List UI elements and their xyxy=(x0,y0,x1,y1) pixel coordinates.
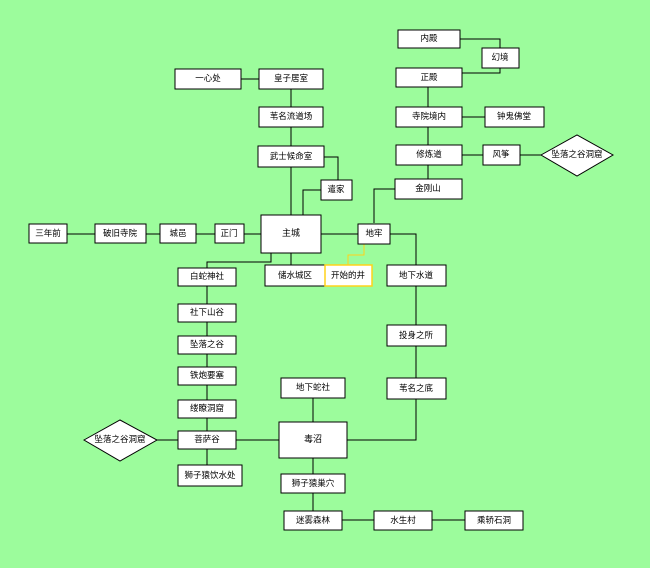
node-label: 武士候命室 xyxy=(270,151,313,162)
node-siyuanjingnei[interactable]: 寺院境内 xyxy=(395,106,463,128)
node-label: 社下山谷 xyxy=(190,307,225,318)
node-dilao[interactable]: 地牢 xyxy=(357,223,391,245)
node-toushen[interactable]: 投身之所 xyxy=(386,324,447,347)
node-label: 三年前 xyxy=(35,228,61,239)
node-label: 缕瞭洞窟 xyxy=(190,403,224,414)
node-weiming[interactable]: 苇名流道场 xyxy=(258,106,324,128)
node-duzhao[interactable]: 毒沼 xyxy=(278,421,348,459)
node-label: 地下水道 xyxy=(399,270,434,281)
node-chengyi[interactable]: 城邑 xyxy=(159,223,197,244)
node-zhuiluo-left[interactable]: 坠落之谷洞窟 xyxy=(82,419,159,462)
edge-lianjia-zhucheng xyxy=(302,189,321,215)
node-label: 一心处 xyxy=(195,73,221,84)
node-tiepao[interactable]: 铁炮要塞 xyxy=(177,366,237,386)
node-xiulian[interactable]: 修炼道 xyxy=(395,144,463,166)
node-label: 钟鬼佛堂 xyxy=(497,111,531,122)
node-label: 坠落之谷洞窟 xyxy=(551,149,602,160)
node-zhuiluo-gu[interactable]: 坠落之谷 xyxy=(177,335,237,355)
node-shizihou-chao[interactable]: 狮子猿巢穴 xyxy=(280,473,346,494)
node-label: 寺院境内 xyxy=(412,111,446,122)
node-baishe[interactable]: 白蛇神社 xyxy=(177,267,237,287)
node-label: 地下蛇社 xyxy=(296,382,331,393)
node-label: 水生村 xyxy=(390,515,416,526)
node-label: 修炼道 xyxy=(416,149,442,160)
node-label: 苇名之底 xyxy=(399,383,434,394)
node-pusagu[interactable]: 菩萨谷 xyxy=(177,430,237,450)
edge-dilao-dixiashuidao xyxy=(390,233,417,265)
node-huangzi[interactable]: 皇子居室 xyxy=(258,68,324,90)
node-label: 地牢 xyxy=(365,228,382,239)
node-label: 铁炮要塞 xyxy=(190,370,225,381)
edge-dilao-kaishi xyxy=(347,244,365,265)
node-label: 遣家 xyxy=(327,184,345,195)
node-zhengdian[interactable]: 正殿 xyxy=(395,67,463,88)
node-label: 破旧寺院 xyxy=(103,228,138,239)
node-label: 主城 xyxy=(282,227,300,239)
node-zhucheng[interactable]: 主城 xyxy=(260,214,322,254)
node-label: 毒沼 xyxy=(304,433,322,445)
node-label: 狮子猿巢穴 xyxy=(292,478,335,489)
node-label: 坠落之谷 xyxy=(190,339,225,350)
node-yixinchu[interactable]: 一心处 xyxy=(174,68,242,90)
node-sannianqian[interactable]: 三年前 xyxy=(28,223,68,244)
node-label: 城邑 xyxy=(169,229,186,239)
node-yuanshi[interactable]: 乘轿石洞 xyxy=(464,510,524,531)
node-chushui[interactable]: 储水城区 xyxy=(264,264,327,287)
node-fengchuan[interactable]: 风筝 xyxy=(482,144,521,166)
edge-wushi-lianjia xyxy=(324,156,339,180)
node-label: 正门 xyxy=(220,228,237,239)
node-label: 风筝 xyxy=(492,149,510,160)
node-label: 储水城区 xyxy=(278,270,313,281)
node-mishen[interactable]: 迷雾森林 xyxy=(283,510,343,531)
node-shizihou-yin[interactable]: 狮子猿饮水处 xyxy=(177,464,243,487)
node-zhongguifotang[interactable]: 钟鬼佛堂 xyxy=(484,106,545,128)
node-wushi[interactable]: 武士候命室 xyxy=(257,145,325,168)
node-label: 迷雾森林 xyxy=(296,515,331,526)
node-sheshan[interactable]: 社下山谷 xyxy=(177,303,237,323)
edge-huanjing-zhengdian xyxy=(462,68,501,74)
edge-jingang-dilao xyxy=(373,188,395,223)
edges xyxy=(67,38,541,521)
node-label: 坠落之谷洞窟 xyxy=(94,434,145,445)
node-label: 皇子居室 xyxy=(274,73,309,84)
node-lianjia[interactable]: 遣家 xyxy=(320,179,353,201)
node-dixiashuidao[interactable]: 地下水道 xyxy=(386,264,447,287)
node-label: 白蛇神社 xyxy=(190,271,225,282)
node-neidian[interactable]: 内殿 xyxy=(397,29,461,49)
node-dixiashe[interactable]: 地下蛇社 xyxy=(280,377,346,399)
node-shuishengcun[interactable]: 水生村 xyxy=(373,510,433,531)
node-label: 幻境 xyxy=(491,52,509,63)
node-label: 苇名流道场 xyxy=(270,111,313,122)
node-zhengmen[interactable]: 正门 xyxy=(214,223,245,244)
node-jingangshan[interactable]: 金刚山 xyxy=(394,178,463,200)
node-label: 投身之所 xyxy=(399,330,434,341)
node-huanjing[interactable]: 幻境 xyxy=(481,47,520,69)
node-kaishi[interactable]: 开始的井 xyxy=(324,264,373,287)
node-zhuiluo-right[interactable]: 坠落之谷洞窟 xyxy=(539,134,615,177)
node-lushi[interactable]: 缕瞭洞窟 xyxy=(177,399,237,419)
node-label: 乘轿石洞 xyxy=(477,515,511,526)
edge-weimingzhidi-duzhao xyxy=(347,399,417,441)
node-label: 开始的井 xyxy=(331,270,365,281)
node-label: 金刚山 xyxy=(415,183,441,194)
node-weimingzhidi[interactable]: 苇名之底 xyxy=(386,377,447,400)
node-pojiu[interactable]: 破旧寺院 xyxy=(94,223,147,244)
node-label: 内殿 xyxy=(420,33,438,44)
node-label: 狮子猿饮水处 xyxy=(184,470,236,481)
node-label: 菩萨谷 xyxy=(194,434,220,445)
edge-neidian-huanjing xyxy=(460,38,501,48)
edge-zhucheng-baishe xyxy=(206,253,272,268)
node-label: 正殿 xyxy=(420,73,438,83)
